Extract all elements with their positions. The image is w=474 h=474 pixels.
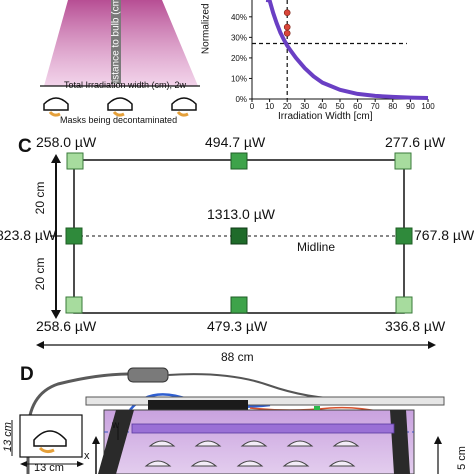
- midline-label: Midline: [297, 240, 336, 254]
- x-tick-label: 90: [406, 102, 415, 111]
- x-tick-label: 20: [283, 102, 292, 111]
- x-tick-label: 80: [388, 102, 397, 111]
- reading-bot-mid: 479.3 µW: [207, 318, 268, 334]
- sensor-center: [230, 227, 248, 245]
- x-tick-label: 10: [265, 102, 274, 111]
- x-tick-label: 0: [250, 102, 255, 111]
- sensor-top-mid: [230, 152, 248, 170]
- data-point: [283, 29, 291, 37]
- x-label: x: [84, 450, 90, 462]
- irradiation-width-label: Total Irradiation width (cm), 2w: [64, 80, 187, 90]
- cable-plug: [127, 367, 169, 383]
- mask-icons: [43, 97, 197, 117]
- x-tick-label: 60: [353, 102, 362, 111]
- panel-letter-c: C: [18, 136, 32, 157]
- sensor-top-left: [66, 152, 84, 170]
- y-tick-label: 50%: [231, 0, 247, 1]
- sensor-bot-right: [395, 296, 413, 314]
- data-point: [283, 9, 291, 17]
- dim-13cm-vertical: 13 cm: [2, 422, 14, 452]
- sensor-bot-left: [65, 296, 83, 314]
- reading-top-mid: 494.7 µW: [205, 134, 266, 150]
- sensor-mid-left: [65, 227, 83, 245]
- top-plate: [85, 396, 445, 406]
- y-tick-label: 20%: [231, 54, 247, 63]
- reading-mid-right: 767.8 µW: [414, 227, 474, 243]
- dim-13cm-horizontal: 13 cm: [34, 462, 64, 474]
- sensor-mid-right: [395, 227, 413, 245]
- masks-label: Masks being decontaminated: [60, 115, 178, 125]
- reading-top-left: 258.0 µW: [36, 134, 97, 150]
- sensor-top-right: [394, 152, 412, 170]
- distance-bar: [111, 0, 121, 84]
- dim-88cm: 88 cm: [221, 350, 254, 364]
- x-tick-label: 50: [336, 102, 345, 111]
- chart-xlabel: Irradiation Width [cm]: [278, 111, 373, 122]
- x-tick-label: 100: [421, 102, 435, 111]
- x-tick-label: 70: [371, 102, 380, 111]
- sensor-bot-mid: [230, 296, 248, 314]
- x-tick-label: 30: [300, 102, 309, 111]
- right-dim-label: 5 cm: [456, 446, 468, 470]
- uv-lamp: [131, 423, 395, 434]
- y-tick-label: 30%: [231, 33, 247, 42]
- mask-rows: [144, 440, 360, 467]
- series-line: [265, 0, 429, 100]
- w-label: w: [112, 420, 120, 431]
- y-tick-label: 10%: [231, 74, 247, 83]
- reading-bot-right: 336.8 µW: [385, 318, 446, 334]
- reading-top-right: 277.6 µW: [385, 134, 446, 150]
- reading-mid-left: 823.8 µW: [0, 227, 57, 243]
- x-tick-label: 40: [318, 102, 327, 111]
- panel-letter-d: D: [20, 364, 34, 385]
- reading-center: 1313.0 µW: [207, 206, 275, 222]
- y-tick-label: 40%: [231, 13, 247, 22]
- y-tick-label: 0%: [235, 95, 247, 104]
- reading-bot-left: 258.6 µW: [36, 318, 97, 334]
- ballast: [148, 400, 248, 412]
